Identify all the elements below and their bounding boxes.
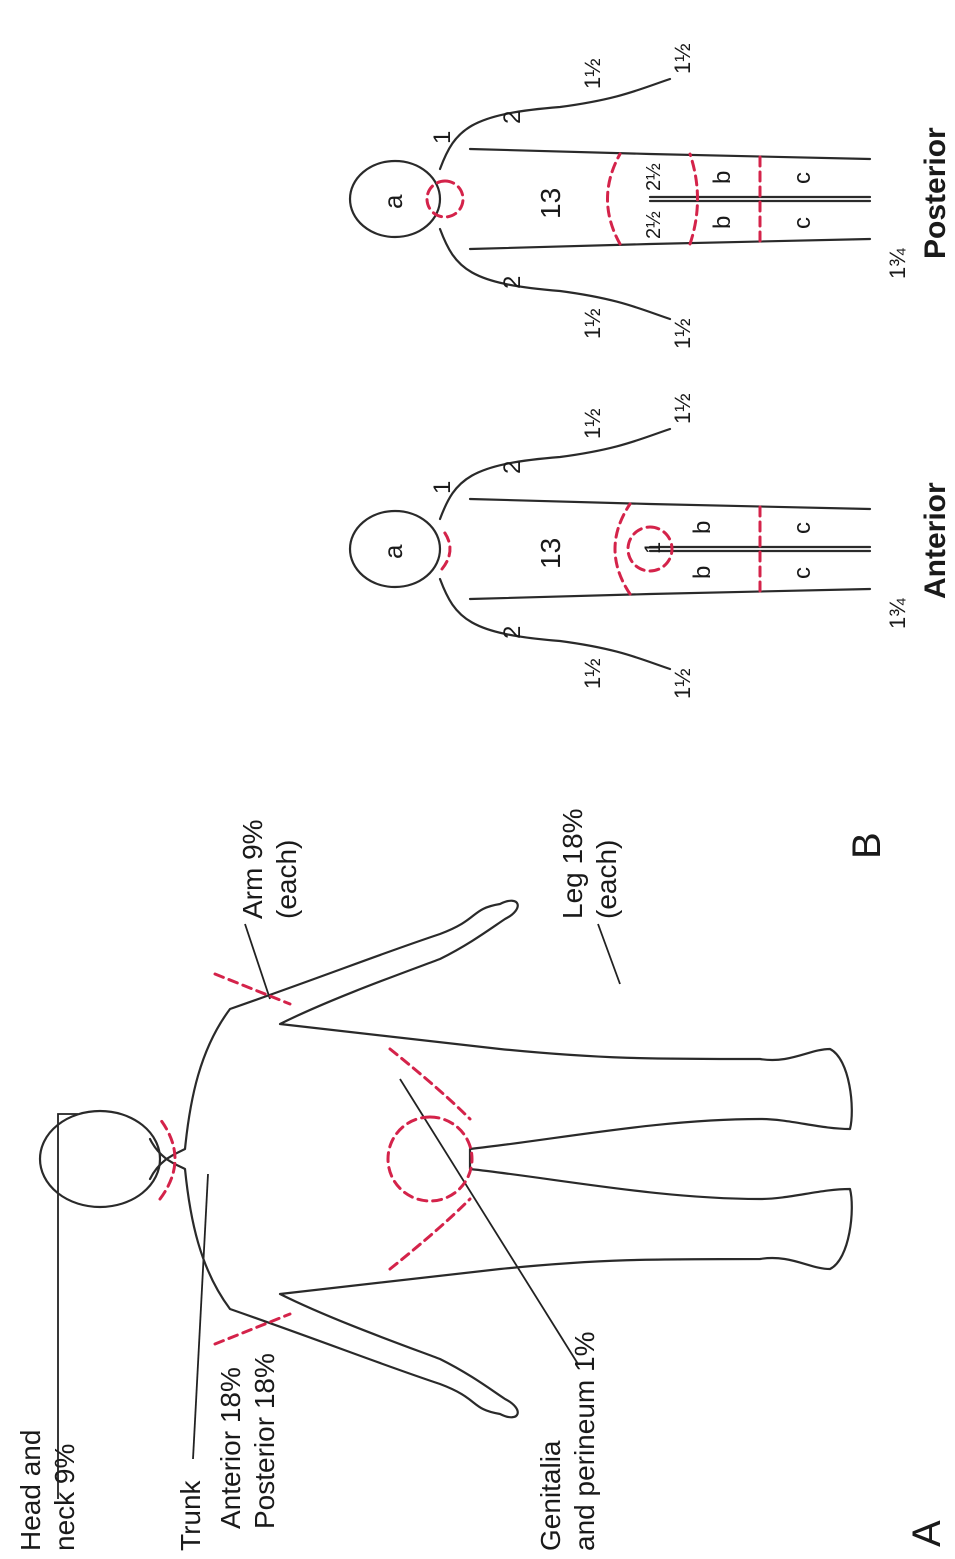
post-trunk: 13 xyxy=(535,188,566,219)
ant-upper-arm-left: 2 xyxy=(499,626,526,639)
hip-boundary-right-a xyxy=(390,1049,470,1119)
label-genitalia-line1: Genitalia xyxy=(535,1440,566,1551)
panel-b: B a 1 13 2 2 1½ 1½ 1½ 1½ 1 b b xyxy=(350,43,952,859)
post-upper-arm-left: 2 xyxy=(499,276,526,289)
post-hand-right: 1½ xyxy=(670,43,695,74)
leader-head-neck xyxy=(58,1114,78,1499)
post-thigh-left: b xyxy=(709,216,736,229)
label-trunk-anterior: Anterior 18% xyxy=(215,1367,246,1529)
ant-thigh-left: b xyxy=(689,566,716,579)
ant-trunk: 13 xyxy=(535,538,566,569)
ant-thigh-right: b xyxy=(689,521,716,534)
label-arm-line1: Arm 9% xyxy=(237,819,268,919)
figure-posterior: a 1 13 2 2 1½ 1½ 1½ 1½ 2½ 2½ b b c c 1¾ … xyxy=(350,43,952,349)
leader-leg xyxy=(598,924,620,984)
ant-hand-right: 1½ xyxy=(670,393,695,424)
post-thigh-right: b xyxy=(709,171,736,184)
post-hand-left: 1½ xyxy=(670,318,695,349)
label-leg-line2: (each) xyxy=(591,840,622,919)
label-trunk-posterior: Posterior 18% xyxy=(249,1353,280,1529)
ant-head: a xyxy=(378,544,408,559)
label-arm-line2: (each) xyxy=(271,840,302,919)
neck-boundary-ant xyxy=(442,529,450,569)
post-buttock-right: 2½ xyxy=(643,163,665,191)
neck-circle-post xyxy=(427,181,463,217)
ant-hand-left: 1½ xyxy=(670,668,695,699)
post-leg-left: c xyxy=(789,217,816,229)
ant-forearm-left: 1½ xyxy=(580,658,605,689)
post-buttock-left: 2½ xyxy=(643,211,665,239)
genitalia-circle-a xyxy=(388,1117,472,1201)
post-neck: 1 xyxy=(429,131,456,144)
ant-genitalia: 1 xyxy=(640,542,665,554)
shoulder-boundary-left-a xyxy=(215,1314,290,1344)
post-caption: Posterior xyxy=(919,127,952,259)
label-leg-line1: Leg 18% xyxy=(557,808,588,919)
post-upper-arm-right: 2 xyxy=(499,111,526,124)
ant-upper-arm-right: 2 xyxy=(499,461,526,474)
trunk-boundary-ant xyxy=(615,504,630,594)
label-trunk: Trunk xyxy=(175,1479,206,1551)
panel-a-letter: A xyxy=(905,1520,949,1547)
panel-a: A Head and neck 9% Trunk Anterior 18% Po… xyxy=(15,808,949,1551)
ant-caption: Anterior xyxy=(919,482,952,599)
leader-trunk xyxy=(193,1174,208,1459)
post-head: a xyxy=(378,194,408,209)
post-forearm-right: 1½ xyxy=(580,58,605,89)
label-head-neck-line2: neck 9% xyxy=(49,1444,80,1551)
post-leg-right: c xyxy=(789,172,816,184)
post-forearm-left: 1½ xyxy=(580,308,605,339)
ant-neck: 1 xyxy=(429,481,456,494)
ant-leg-right: c xyxy=(789,522,816,534)
post-foot: 1¾ xyxy=(885,248,910,279)
leader-genitalia xyxy=(400,1079,578,1364)
ant-foot: 1¾ xyxy=(885,598,910,629)
label-genitalia-line2: and perineum 1% xyxy=(569,1332,600,1551)
ant-leg-left: c xyxy=(789,567,816,579)
shoulder-boundary-right-a xyxy=(215,974,290,1004)
ant-forearm-right: 1½ xyxy=(580,408,605,439)
body-outline-a xyxy=(150,901,852,1418)
hip-boundary-left-a xyxy=(390,1199,470,1269)
figure-anterior: a 1 13 2 2 1½ 1½ 1½ 1½ 1 b b c c 1¾ Ante… xyxy=(350,393,952,699)
label-head-neck-line1: Head and xyxy=(15,1430,46,1551)
panel-b-letter: B xyxy=(845,832,889,859)
